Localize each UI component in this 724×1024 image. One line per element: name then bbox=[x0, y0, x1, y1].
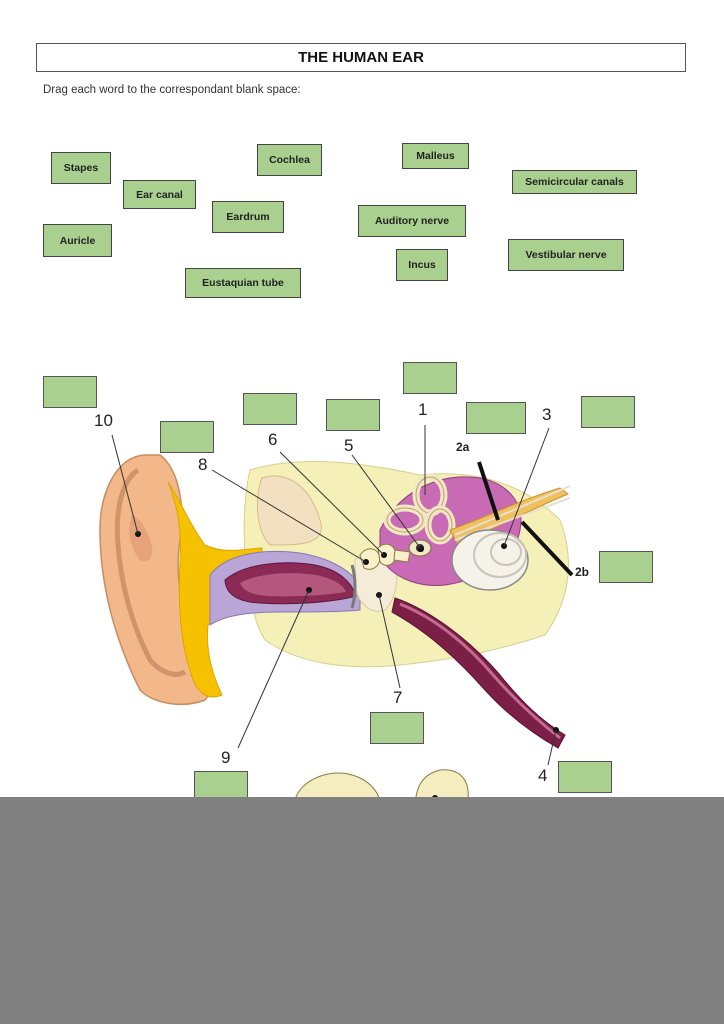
label-2a: 2a bbox=[456, 440, 470, 454]
gray-overlay bbox=[0, 797, 724, 1024]
drop-blank-4[interactable] bbox=[558, 761, 612, 793]
label-10: 10 bbox=[94, 411, 113, 430]
label-8: 8 bbox=[198, 455, 208, 474]
drop-blank-1[interactable] bbox=[403, 362, 457, 394]
label-1: 1 bbox=[418, 400, 428, 419]
label-5: 5 bbox=[344, 436, 354, 455]
word-auricle[interactable]: Auricle bbox=[43, 224, 112, 257]
word-ear-canal[interactable]: Ear canal bbox=[123, 180, 196, 209]
label-3: 3 bbox=[542, 405, 552, 424]
word-stapes[interactable]: Stapes bbox=[51, 152, 111, 184]
drop-blank-6[interactable] bbox=[243, 393, 297, 425]
page-title: THE HUMAN EAR bbox=[36, 43, 686, 72]
word-eardrum[interactable]: Eardrum bbox=[212, 201, 284, 233]
word-eustaquian-tube[interactable]: Eustaquian tube bbox=[185, 268, 301, 298]
drop-blank-3[interactable] bbox=[581, 396, 635, 428]
label-9: 9 bbox=[221, 748, 231, 767]
word-cochlea[interactable]: Cochlea bbox=[257, 144, 322, 176]
word-auditory-nerve[interactable]: Auditory nerve bbox=[358, 205, 466, 237]
drop-blank-2a[interactable] bbox=[466, 402, 526, 434]
label-4: 4 bbox=[538, 766, 548, 785]
label-7: 7 bbox=[393, 688, 403, 707]
word-semicircular-canals[interactable]: Semicircular canals bbox=[512, 170, 637, 194]
label-6: 6 bbox=[268, 430, 278, 449]
instructions-text: Drag each word to the correspondant blan… bbox=[43, 84, 301, 96]
drop-blank-2b[interactable] bbox=[599, 551, 653, 583]
drop-blank-5[interactable] bbox=[326, 399, 380, 431]
word-malleus[interactable]: Malleus bbox=[402, 143, 469, 169]
label-2b: 2b bbox=[575, 565, 590, 579]
drop-blank-8[interactable] bbox=[160, 421, 214, 453]
drop-blank-7[interactable] bbox=[370, 712, 424, 744]
word-vestibular-nerve[interactable]: Vestibular nerve bbox=[508, 239, 624, 271]
word-incus[interactable]: Incus bbox=[396, 249, 448, 281]
drop-blank-10[interactable] bbox=[43, 376, 97, 408]
